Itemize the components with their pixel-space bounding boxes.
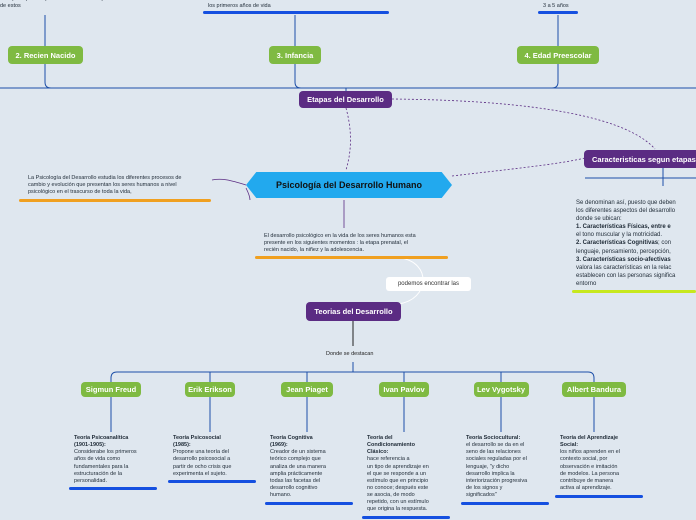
theorist-theory-text: el desarrollo se da en el seno de las re… <box>466 442 528 499</box>
underline <box>168 480 256 484</box>
underline <box>19 199 211 202</box>
stage-preescolar[interactable]: 4. Edad Preescolar <box>517 46 599 64</box>
top-left-snippet: a etapa supone el proceso de desarrollo … <box>0 0 109 10</box>
theorist-theory-title: Teoría Sociocultural: <box>466 435 521 441</box>
theorist-description: Teoría Cognitiva (1969): Creador de un s… <box>270 435 356 499</box>
theorist-theory-title: Teoría del Condicionamiento Clásico: <box>367 435 415 456</box>
node-caracteristicas[interactable]: Caracteristicas segun etapas <box>584 150 696 168</box>
center-description: El desarrollo psicológico en la vida de … <box>264 233 416 254</box>
donde-label: Donde se destacan <box>326 351 374 357</box>
left-description: La Psicología del Desarrollo estudia los… <box>28 175 182 196</box>
theorist-node[interactable]: Erik Erikson <box>185 382 235 397</box>
theorist-node[interactable]: Lev Vygotsky <box>473 382 529 397</box>
underline <box>69 487 157 491</box>
theorist-theory-text: Considerabe los primeros años de vida co… <box>74 449 137 484</box>
underline <box>461 501 549 505</box>
node-etapas-del-desarrollo[interactable]: Etapas del Desarrollo <box>299 91 392 108</box>
connector-label: podemos encontrar las <box>386 277 471 291</box>
underline <box>555 494 643 498</box>
theorist-theory-text: los niños aprenden en el contexto social… <box>560 449 620 491</box>
theorist-theory-title: Teoría Cognitiva (1969): <box>270 435 313 449</box>
underline <box>572 290 696 293</box>
underline <box>203 11 389 14</box>
theorist-theory-text: hace referencia a un tipo de aprendizaje… <box>367 456 429 513</box>
theorist-theory-title: Teoría Psicosocial (1985): <box>173 435 221 449</box>
theorist-description: Teoría Psicoanalítica (1901-1905): Consi… <box>74 435 160 485</box>
central-topic[interactable]: Psicología del Desarrollo Humano <box>246 172 452 198</box>
underline <box>255 256 448 259</box>
underline <box>362 516 450 520</box>
theorist-node[interactable]: Albert Bandura <box>562 382 626 397</box>
theorist-description: Teoría Psicosocial (1985): Propone una t… <box>173 435 259 478</box>
stage-infancia[interactable]: 3. Infancia <box>269 46 321 64</box>
top-mid-snippet: ... los primeros años de vida <box>208 0 271 10</box>
theorist-description: Teoría del Condicionamiento Clásico: hac… <box>367 435 453 514</box>
top-right-snippet: 3 a 5 años <box>543 3 569 9</box>
theorist-node[interactable]: Sigmun Freud <box>81 382 141 397</box>
theorist-description: Teoría Sociocultural: el desarrollo se d… <box>466 435 552 499</box>
node-teorias-del-desarrollo[interactable]: Teorias del Desarrollo <box>306 302 401 321</box>
theorist-theory-title: Teoría del Aprendizaje Social: <box>560 435 619 449</box>
theorist-node[interactable]: Ivan Pavlov <box>379 382 429 397</box>
theorist-description: Teoría del Aprendizaje Social: los niños… <box>560 435 646 492</box>
theorist-theory-text: Propone una teoría del desarrollo psicos… <box>173 449 232 477</box>
theorist-theory-text: Creador de un sistema teórico complejo q… <box>270 449 326 499</box>
underline <box>265 501 353 505</box>
underline <box>538 11 578 14</box>
stage-recien-nacido[interactable]: 2. Recien Nacido <box>8 46 83 64</box>
caracteristicas-text: Se denominan así, puesto que deben los d… <box>576 200 676 287</box>
theorist-node[interactable]: Jean Piaget <box>281 382 333 397</box>
theorist-theory-title: Teoría Psicoanalítica (1901-1905): <box>74 435 129 449</box>
